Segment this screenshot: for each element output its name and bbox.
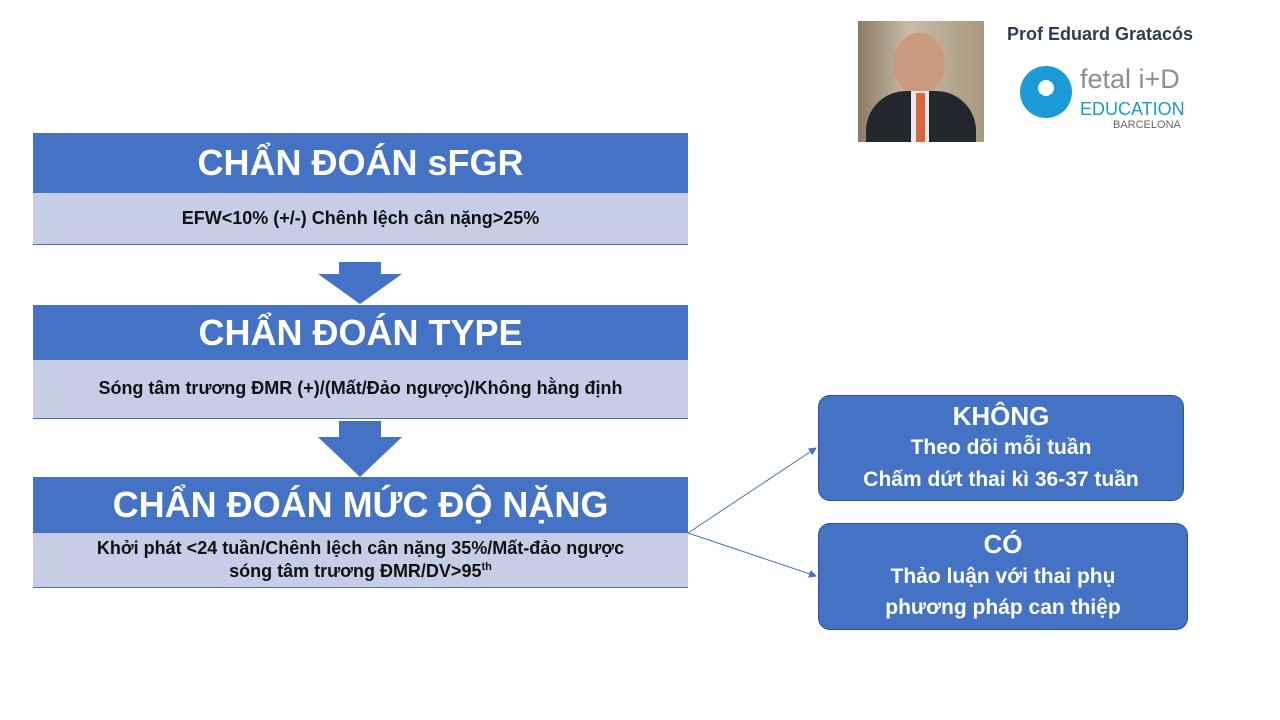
step1-detail: EFW<10% (+/-) Chênh lệch cân nặng>25% — [33, 193, 688, 245]
presenter-name: Prof Eduard Gratacós — [1007, 24, 1194, 44]
step1-title: CHẨN ĐOÁN sFGR — [33, 133, 688, 193]
presenter-photo — [858, 21, 984, 142]
outcome-co: CÓ Thảo luận với thai phụ phương pháp ca… — [818, 523, 1188, 630]
step3-detail: Khởi phát <24 tuần/Chênh lệch cân nặng 3… — [33, 533, 688, 588]
step3-title: CHẨN ĐOÁN MỨC ĐỘ NẶNG — [33, 477, 688, 533]
logo-circle-icon — [1020, 66, 1072, 118]
step2-detail: Sóng tâm trương ĐMR (+)/(Mất/Đảo ngược)/… — [33, 360, 688, 419]
fetal-id-logo: fetal i+D EDUCATION BARCELONA — [1020, 64, 1190, 132]
down-arrow-icon — [318, 262, 402, 304]
down-arrow-icon — [318, 421, 402, 477]
step2-title: CHẨN ĐOÁN TYPE — [33, 305, 688, 360]
outcome-khong: KHÔNG Theo dõi mỗi tuần Chấm dứt thai kì… — [818, 395, 1184, 501]
